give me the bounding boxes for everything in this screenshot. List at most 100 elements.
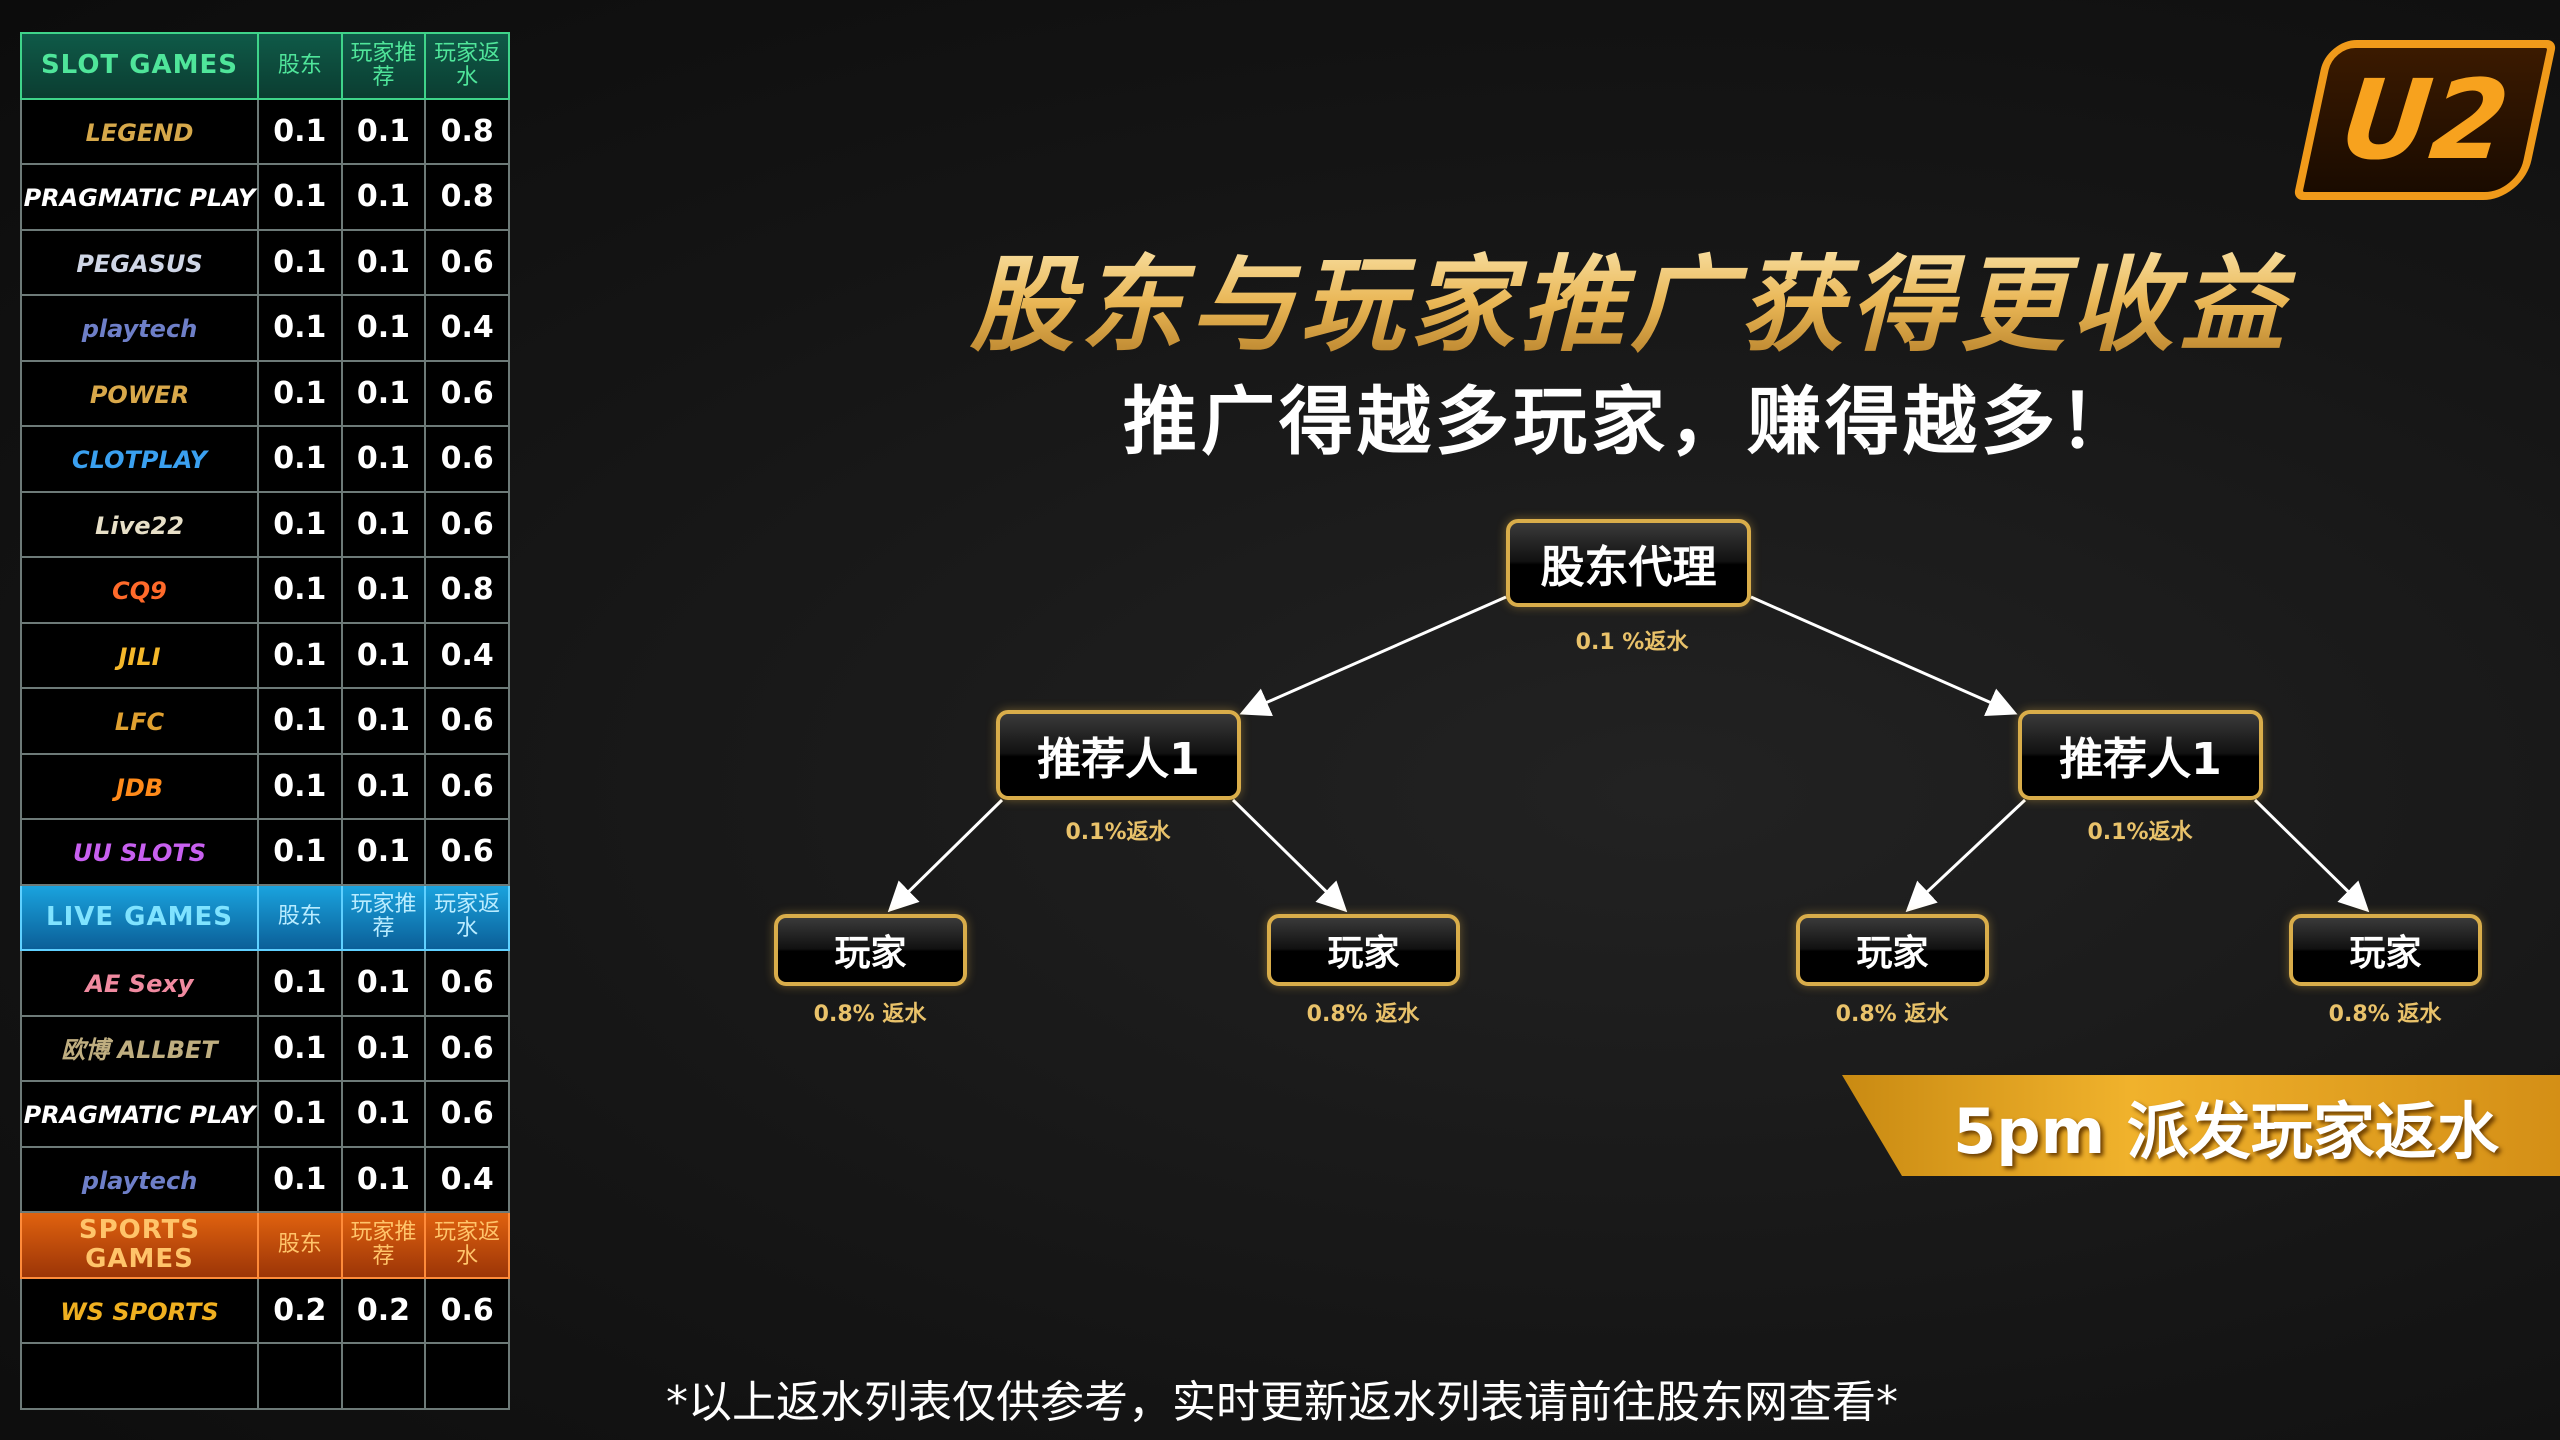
headline-subtitle: 推广得越多玩家，赚得越多！	[1123, 379, 2137, 465]
column-header: 股东	[257, 1211, 343, 1279]
rate-cell: 0.1	[340, 425, 427, 493]
payout-banner: 5pm 派发玩家返水	[1842, 1075, 2560, 1176]
node-shareholder-agent: 股东代理	[1506, 519, 1751, 607]
rate-cell: 0.2	[340, 1276, 427, 1344]
provider-logo: playtech	[81, 315, 198, 344]
provider-cell: PEGASUS	[20, 228, 259, 296]
player-rebate: 0.8% 返水	[813, 1002, 927, 1027]
provider-cell: LFC	[20, 687, 259, 755]
provider-cell: POWER	[20, 359, 259, 427]
headline-title: 股东与玩家推广获得更收益	[760, 220, 2500, 371]
arrow	[1239, 595, 1507, 717]
rate-cell: 0.2	[257, 1276, 343, 1344]
referrer-rebate: 0.1%返水	[1065, 820, 1171, 845]
provider-cell: UU SLOTS	[20, 818, 259, 886]
rate-cell: 0.1	[257, 359, 343, 427]
rate-cell: 0.1	[340, 359, 427, 427]
provider-logo: POWER	[89, 380, 190, 409]
rate-cell: 0.1	[257, 97, 343, 165]
rate-cell: 0.1	[340, 163, 427, 231]
player-rebate: 0.8% 返水	[2328, 1002, 2442, 1027]
column-header: 玩家推荐	[340, 32, 427, 100]
provider-cell: LEGEND	[20, 97, 259, 165]
rate-cell: 0.1	[340, 1080, 427, 1148]
player-rebate: 0.8% 返水	[1306, 1002, 1420, 1027]
column-header: 玩家返水	[424, 1211, 510, 1279]
rate-cell: 0.6	[424, 425, 510, 493]
rate-cell: 0.4	[424, 621, 510, 689]
node-player: 玩家	[1796, 914, 1989, 986]
provider-logo: 欧博 ALLBET	[61, 1036, 218, 1065]
node-player: 玩家	[1267, 914, 1460, 986]
rate-cell: 0.1	[257, 1145, 343, 1213]
rate-cell: 0.6	[424, 359, 510, 427]
rate-cell: 0.1	[340, 687, 427, 755]
rate-cell: 0.6	[424, 1014, 510, 1082]
provider-logo: PEGASUS	[76, 249, 203, 278]
provider-logo: playtech	[81, 1166, 198, 1195]
rate-cell: 0.1	[340, 1145, 427, 1213]
arrow	[1905, 798, 2027, 913]
column-header: 股东	[257, 32, 343, 100]
rate-cell: 0.1	[257, 294, 343, 362]
player-rebate: 0.8% 返水	[1835, 1002, 1949, 1027]
provider-cell: JDB	[20, 752, 259, 820]
provider-logo: WS SPORTS	[60, 1297, 219, 1326]
provider-logo: CLOTPLAY	[72, 446, 207, 475]
column-header: 股东	[257, 883, 343, 951]
section-title: SLOT GAMES	[20, 32, 259, 100]
rate-cell: 0.8	[424, 163, 510, 231]
footer-disclaimer: *以上返水列表仅供参考，实时更新返水列表请前往股东网查看*	[666, 1377, 1898, 1428]
rate-cell: 0.1	[340, 228, 427, 296]
provider-cell: playtech	[20, 294, 259, 362]
provider-logo: JILI	[118, 642, 161, 671]
rate-cell: 0.1	[257, 163, 343, 231]
rate-cell: 0.1	[257, 425, 343, 493]
rate-cell: 0.1	[340, 752, 427, 820]
column-header: 玩家推荐	[340, 1211, 427, 1279]
provider-logo: LEGEND	[85, 118, 194, 147]
provider-logo: CQ9	[112, 577, 167, 606]
rate-cell: 0.1	[257, 490, 343, 558]
provider-logo: LFC	[114, 708, 165, 737]
provider-logo: PRAGMATIC PLAY	[23, 1101, 256, 1130]
provider-cell: playtech	[20, 1145, 259, 1213]
node-player: 玩家	[774, 914, 967, 986]
rate-cell: 0.6	[424, 1080, 510, 1148]
rate-cell: 0.1	[257, 949, 343, 1017]
rate-cell: 0.1	[340, 97, 427, 165]
node-player: 玩家	[2289, 914, 2482, 986]
provider-logo: PRAGMATIC PLAY	[23, 184, 256, 213]
rate-cell: 0.1	[340, 556, 427, 624]
arrow	[1750, 595, 2018, 717]
node-referrer: 推荐人1	[2018, 710, 2263, 800]
provider-cell: CLOTPLAY	[20, 425, 259, 493]
referrer-rebate: 0.1%返水	[2087, 820, 2193, 845]
node-referrer: 推荐人1	[996, 710, 1241, 800]
arrow	[2253, 798, 2370, 913]
rate-cell: 0.8	[424, 556, 510, 624]
section-title: SPORTS GAMES	[20, 1211, 259, 1279]
rate-cell: 0.1	[257, 818, 343, 886]
provider-logo: Live22	[95, 511, 184, 540]
rate-cell: 0.6	[424, 687, 510, 755]
rate-cell: 0.1	[257, 621, 343, 689]
rate-cell: 0.4	[424, 294, 510, 362]
rate-cell: 0.1	[340, 1014, 427, 1082]
rate-cell: 0.8	[424, 97, 510, 165]
rate-cell: 0.6	[424, 949, 510, 1017]
provider-logo: JDB	[115, 773, 164, 802]
rate-cell: 0.6	[424, 228, 510, 296]
rate-cell: 0.1	[340, 490, 427, 558]
rate-cell: 0.1	[340, 294, 427, 362]
provider-cell: JILI	[20, 621, 259, 689]
